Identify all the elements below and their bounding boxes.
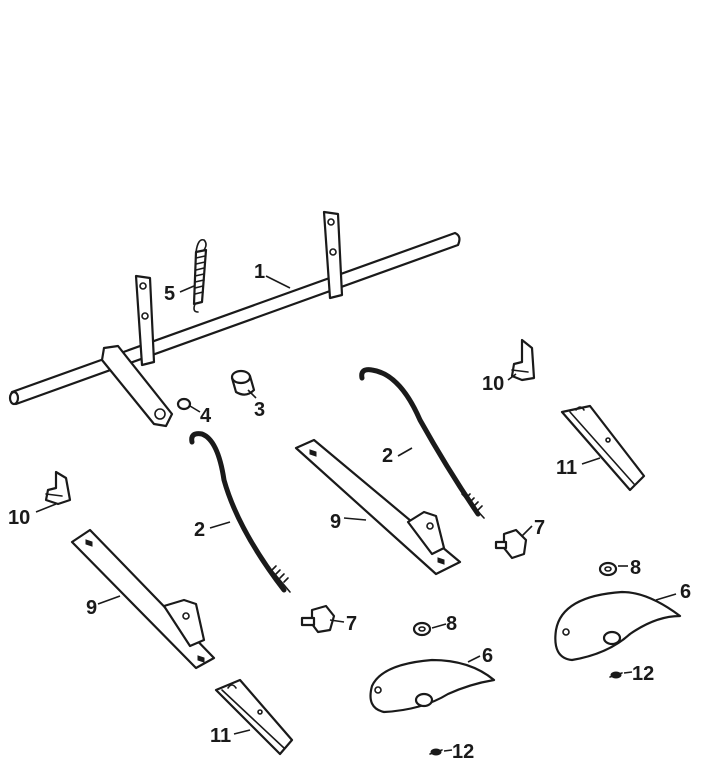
- part-10-bracket-upper: [510, 338, 536, 382]
- part-9-bar-lower: [70, 528, 216, 670]
- callout-7-lower: 7: [346, 613, 357, 635]
- callout-2-upper: 2: [382, 445, 393, 467]
- part-1-shaft-assembly: [8, 210, 461, 428]
- callout-8-lower: 8: [446, 613, 457, 635]
- callout-11-upper: 11: [556, 457, 577, 479]
- callout-9-lower: 9: [86, 597, 97, 619]
- leader-lines: [35, 275, 677, 752]
- callout-12-upper: 12: [632, 663, 654, 685]
- part-6-shield-upper: [554, 590, 682, 662]
- part-7-coupling-upper: [494, 528, 528, 560]
- callout-7-upper: 7: [534, 517, 545, 539]
- callout-1: 1: [254, 261, 265, 283]
- part-3-bushing: [230, 369, 256, 396]
- callout-9-upper: 9: [330, 511, 341, 533]
- callout-3: 3: [254, 399, 265, 421]
- part-2-rod-upper: [359, 367, 485, 519]
- part-11-channel-lower: [214, 678, 294, 756]
- callout-5: 5: [164, 283, 175, 305]
- callout-6-upper: 6: [680, 581, 691, 603]
- part-12-bolt-lower: [429, 748, 443, 756]
- part-6-shield-lower: [369, 658, 496, 714]
- part-10-bracket-lower: [44, 470, 72, 506]
- part-8-nut-lower: [412, 621, 432, 637]
- callout-10-lower: 10: [8, 507, 30, 529]
- callout-12-lower: 12: [452, 741, 474, 763]
- part-4-small-bushing: [176, 397, 192, 411]
- callout-4: 4: [200, 405, 212, 427]
- callout-10-upper: 10: [482, 373, 504, 395]
- part-11-channel-upper: [560, 404, 646, 492]
- callout-11-lower: 11: [210, 725, 231, 747]
- callout-labels: 1 5 3 4 2 2 10 10 11 11 9 9 7 7 8 8 6 6 …: [8, 261, 691, 763]
- callout-8-upper: 8: [630, 557, 641, 579]
- part-12-bolt-upper: [609, 671, 623, 679]
- part-2-rod-lower: [189, 431, 291, 593]
- callout-2-lower: 2: [194, 519, 205, 541]
- part-7-coupling-lower: [300, 604, 336, 634]
- part-8-nut-upper: [598, 561, 618, 577]
- callout-6-lower: 6: [482, 645, 493, 667]
- part-9-bar-upper: [294, 438, 462, 576]
- part-5-spring: [192, 238, 208, 313]
